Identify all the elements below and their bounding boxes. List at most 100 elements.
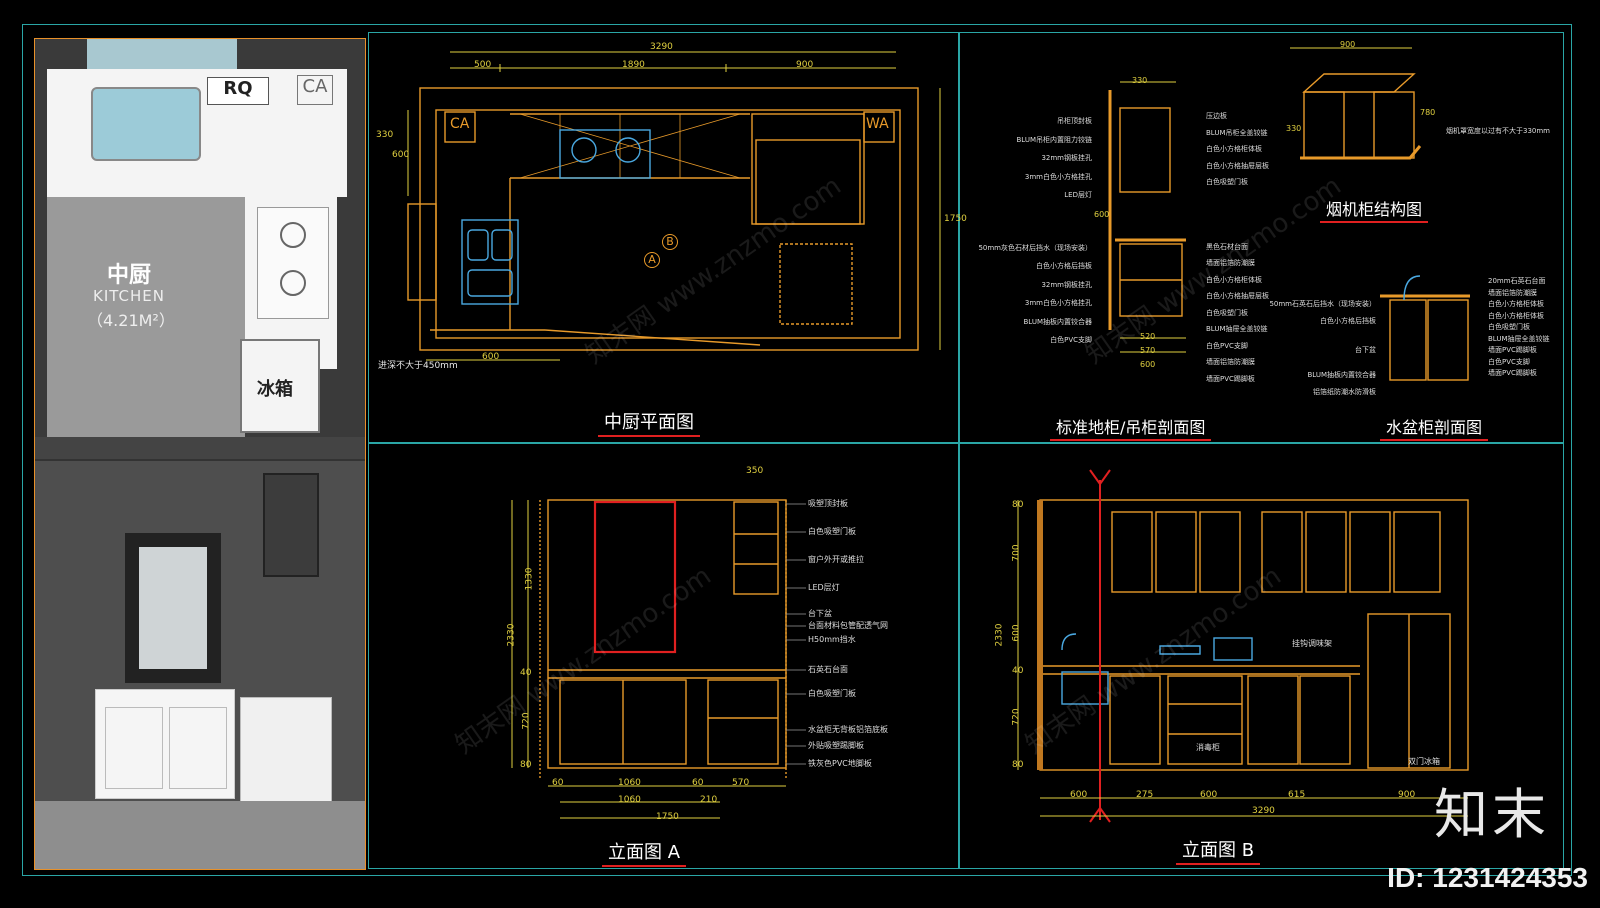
elev-a-left-dim-1: 1330 xyxy=(524,567,535,591)
elev-a-label: H50mm挡水 xyxy=(808,635,856,644)
elev-b-label-3: 双门冰箱 xyxy=(1408,757,1440,766)
section-dim-bottom-3: 600 xyxy=(1140,360,1156,369)
section-right-label: 白色小方格抽屉层板 xyxy=(1206,161,1269,170)
section-right-label: BLUM吊柜全盖铰链 xyxy=(1206,128,1268,137)
sink-title: 水盆柜剖面图 xyxy=(1380,414,1489,441)
elev-a-left-dim-2: 2330 xyxy=(506,623,517,647)
elev-a-bottom-dim-6: 210 xyxy=(700,795,718,805)
kitchen-label-en: KITCHEN xyxy=(93,287,165,305)
elev-b-label-2: 消毒柜 xyxy=(1196,743,1220,752)
elev-a-bottom-dim-2: 1060 xyxy=(618,778,641,788)
sink-right-label: 白色小方格柜体板 xyxy=(1488,311,1544,320)
section-right-label: 墙面PVC踢脚板 xyxy=(1206,374,1255,383)
section-right-label: BLUM抽屉全盖铰链 xyxy=(1206,325,1268,333)
hood-title: 烟机柜结构图 xyxy=(1320,196,1429,223)
elev-b-label-1: 挂钩调味架 xyxy=(1292,639,1332,648)
kitchen-plan-render: RQ CA 中厨 KITCHEN （4.21M²） 冰箱 xyxy=(35,39,365,459)
elev-b-left-dim-1: 80 xyxy=(1012,500,1024,510)
section-left-label: LED层灯 xyxy=(1064,191,1092,199)
sink-right-label: 白色吸塑门板 xyxy=(1488,323,1530,331)
sink-right-label: 白色小方格柜体板 xyxy=(1488,300,1544,308)
section-right-labels: 压边板 BLUM吊柜全盖铰链 白色小方格柜体板 白色小方格抽屉层板 白色吸塑门板… xyxy=(1206,108,1306,387)
floor-tile xyxy=(47,197,245,457)
sink-left-label: 铝箔纸防潮水防滑板 xyxy=(1313,388,1376,396)
sink-right-label: 墙面PVC踢脚板 xyxy=(1488,369,1537,377)
elev-a-bottom-dim-1: 60 xyxy=(552,778,564,788)
section-left-label: 50mm灰色石材后挡水（现场安装） xyxy=(978,243,1092,252)
kitchen-label: 中厨 xyxy=(107,263,152,288)
plan-dim-3: 900 xyxy=(796,60,814,70)
elev-b-panel xyxy=(958,442,1564,869)
elev-a-label: 白色吸塑门板 xyxy=(808,527,856,536)
elev-b-left-dim-3: 2330 xyxy=(994,623,1005,647)
fridge-label: 冰箱 xyxy=(257,379,293,400)
section-right-label: 墙面铝箔防潮膜 xyxy=(1206,259,1255,267)
section-right-label: 白色吸塑门板 xyxy=(1206,178,1248,186)
elev-b-left-dim-5: 40 xyxy=(1012,666,1024,676)
section-title: 标准地柜/吊柜剖面图 xyxy=(1050,414,1212,441)
elev-b-bottom-dim-3: 600 xyxy=(1200,790,1218,800)
sink-left-labels: 50mm石英石后挡水（现场安装） 白色小方格后挡板 台下盆 BLUM抽板内置铰合… xyxy=(1266,296,1376,401)
section-left-label: 白色小方格后挡板 xyxy=(1036,262,1092,270)
elev-a-panel xyxy=(368,442,960,869)
section-right-label: 白色PVC支脚 xyxy=(1206,341,1248,350)
elev-a-bottom-dim-5: 1060 xyxy=(618,795,641,805)
section-dim-bottom-1: 520 xyxy=(1140,332,1156,341)
section-right-label: 白色小方格柜体板 xyxy=(1206,275,1262,284)
section-left-label: 吊柜顶封板 xyxy=(1057,117,1092,125)
elev-a-left-dim-3: 40 xyxy=(520,668,532,678)
elev-b-bottom-dim-5: 900 xyxy=(1398,790,1416,800)
elev-a-label: 水盆柜无背板铝箔底板 xyxy=(808,725,888,734)
section-right-label: 墙面铝箔防潮膜 xyxy=(1206,358,1255,366)
elev-a-top-dim: 350 xyxy=(746,466,764,476)
section-right-label: 白色吸塑门板 xyxy=(1206,308,1248,317)
plan-dim-1: 500 xyxy=(474,60,492,70)
elev-a-label: 外贴吸塑踢脚板 xyxy=(808,741,864,750)
sink-left-label: 白色小方格后挡板 xyxy=(1320,317,1376,325)
section-dim-bottom-2: 570 xyxy=(1140,346,1156,355)
elev-b-bottom-dim-6: 3290 xyxy=(1252,806,1275,816)
plan-panel xyxy=(368,32,960,444)
plan-tag-b: B xyxy=(662,234,678,250)
elev-b-bottom-dim-4: 615 xyxy=(1288,790,1306,800)
elev-b-left-dim-4: 600 xyxy=(1011,624,1022,642)
section-dim-mid: 600 xyxy=(1094,210,1110,219)
ca-label: CA xyxy=(297,75,333,105)
section-right-label: 白色小方格抽屉层板 xyxy=(1206,292,1269,300)
image-id: ID: 1231424353 xyxy=(1387,862,1588,893)
section-right-label: 黑色石材台面 xyxy=(1206,242,1248,251)
sink-right-label: BLUM抽屉全盖铰链 xyxy=(1488,334,1550,343)
hood-note: 烟机罩宽度以过有不大于330mm xyxy=(1446,127,1550,135)
elev-a-label: 吸塑顶封板 xyxy=(808,499,848,508)
sink-left-label: BLUM抽板内置铰合器 xyxy=(1307,371,1376,379)
section-left-label: BLUM抽板内置铰合器 xyxy=(1023,317,1092,326)
elev-b-bottom-dim-1: 600 xyxy=(1070,790,1088,800)
render-panel: RQ CA 中厨 KITCHEN （4.21M²） 冰箱 xyxy=(34,38,366,870)
hood-dim-right: 780 xyxy=(1420,108,1436,117)
brand-logo: 知末 xyxy=(1434,783,1550,846)
plan-tag-a: A xyxy=(644,252,660,268)
elev-b-left-dim-7: 80 xyxy=(1012,760,1024,770)
elev-a-label: 白色吸塑门板 xyxy=(808,689,856,698)
elev-a-label: 窗户外开或推拉 xyxy=(808,555,864,564)
cooktop-icon xyxy=(257,207,329,319)
plan-dim-right: 1750 xyxy=(944,214,967,224)
rq-label: RQ xyxy=(207,77,269,105)
fridge-box xyxy=(240,339,320,433)
elev-a-bottom-dim-7: 1750 xyxy=(656,812,679,822)
sink-left-label: 50mm石英石后挡水（现场安装） xyxy=(1269,300,1376,308)
sink-right-label: 墙面PVC踢脚板 xyxy=(1488,346,1537,354)
elev-b-left-dim-2: 700 xyxy=(1011,544,1022,562)
section-dim-top: 330 xyxy=(1132,76,1148,85)
plan-note: 进深不大于450mm xyxy=(378,361,458,371)
section-left-label: 3mm白色小方格挂孔 xyxy=(1024,172,1092,181)
kitchen-3d-render xyxy=(35,461,365,869)
sink-right-label: 墙面铝箔防潮膜 xyxy=(1488,288,1537,297)
elev-b-bottom-dim-2: 275 xyxy=(1136,790,1154,800)
plan-dim-left-2: 600 xyxy=(392,150,410,160)
elev-a-label: 台下盆 xyxy=(808,609,832,618)
plan-dim-bottom: 600 xyxy=(482,352,500,362)
elev-b-left-dim-6: 720 xyxy=(1011,708,1022,726)
section-left-label: 32mm钢板挂孔 xyxy=(1041,280,1092,289)
